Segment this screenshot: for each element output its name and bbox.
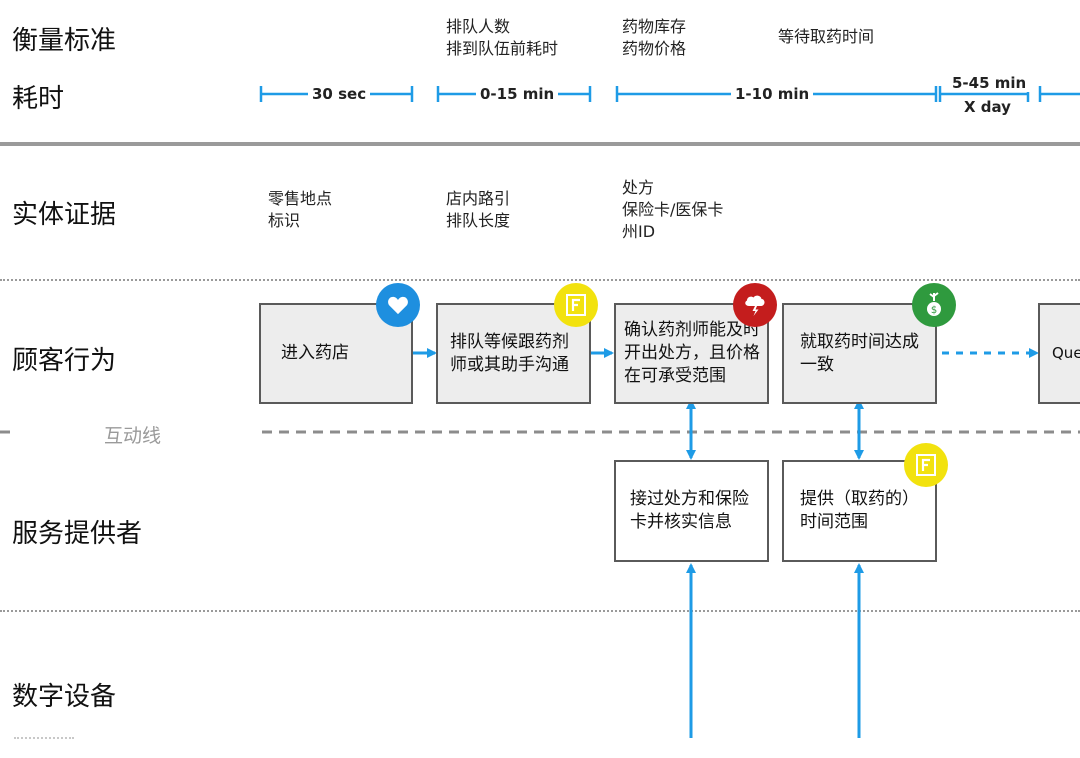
row-divider-provider xyxy=(0,610,1080,612)
duration-5-45-min: 5-45 min xyxy=(948,74,1031,92)
money-icon: $ xyxy=(912,283,956,327)
duration-x-day: X day xyxy=(964,98,1011,116)
metric-note-queue: 排队人数 排到队伍前耗时 xyxy=(446,17,559,58)
provider-step-verify-documents: 接过处方和保险 卡并核实信息 xyxy=(614,460,769,562)
metric-note-wait-time: 等待取药时间 xyxy=(778,27,875,46)
row-divider-evidence xyxy=(0,279,1080,281)
header-divider xyxy=(0,142,1080,146)
customer-step-queue-next: Que xyxy=(1038,303,1080,404)
duration-timeline xyxy=(259,86,1080,102)
row-label-physical-evidence: 实体证据 xyxy=(12,200,117,230)
row-label-duration: 耗时 xyxy=(12,84,65,114)
duration-0-15-min: 0-15 min xyxy=(476,85,559,103)
row-label-customer-actions: 顾客行为 xyxy=(12,346,117,376)
customer-step-agree-pickup-time: 就取药时间达成 一致 xyxy=(782,303,937,404)
interaction-line-label: 互动线 xyxy=(104,425,162,447)
row-label-digital-devices: 数字设备 xyxy=(12,682,117,712)
heart-icon xyxy=(376,283,420,327)
provider-step-give-time-range: 提供（取药的） 时间范围 xyxy=(782,460,937,562)
row-label-service-provider: 服务提供者 xyxy=(12,519,143,549)
duration-30-sec: 30 sec xyxy=(308,85,371,103)
interaction-line xyxy=(0,430,1080,434)
flow-arrows xyxy=(413,348,1039,738)
flag-icon xyxy=(554,283,598,327)
flag-icon xyxy=(904,443,948,487)
duration-1-10-min: 1-10 min xyxy=(731,85,814,103)
storm-icon xyxy=(733,283,777,327)
metric-note-inventory: 药物库存 药物价格 xyxy=(622,17,687,58)
row-divider-bottom xyxy=(14,737,74,739)
evidence-note-retail: 零售地点 标识 xyxy=(268,189,333,230)
evidence-note-documents: 处方 保险卡/医保卡 州ID xyxy=(622,178,724,241)
row-label-metrics: 衡量标准 xyxy=(12,26,117,56)
svg-text:$: $ xyxy=(931,305,937,316)
evidence-note-store: 店内路引 排队长度 xyxy=(446,189,511,230)
